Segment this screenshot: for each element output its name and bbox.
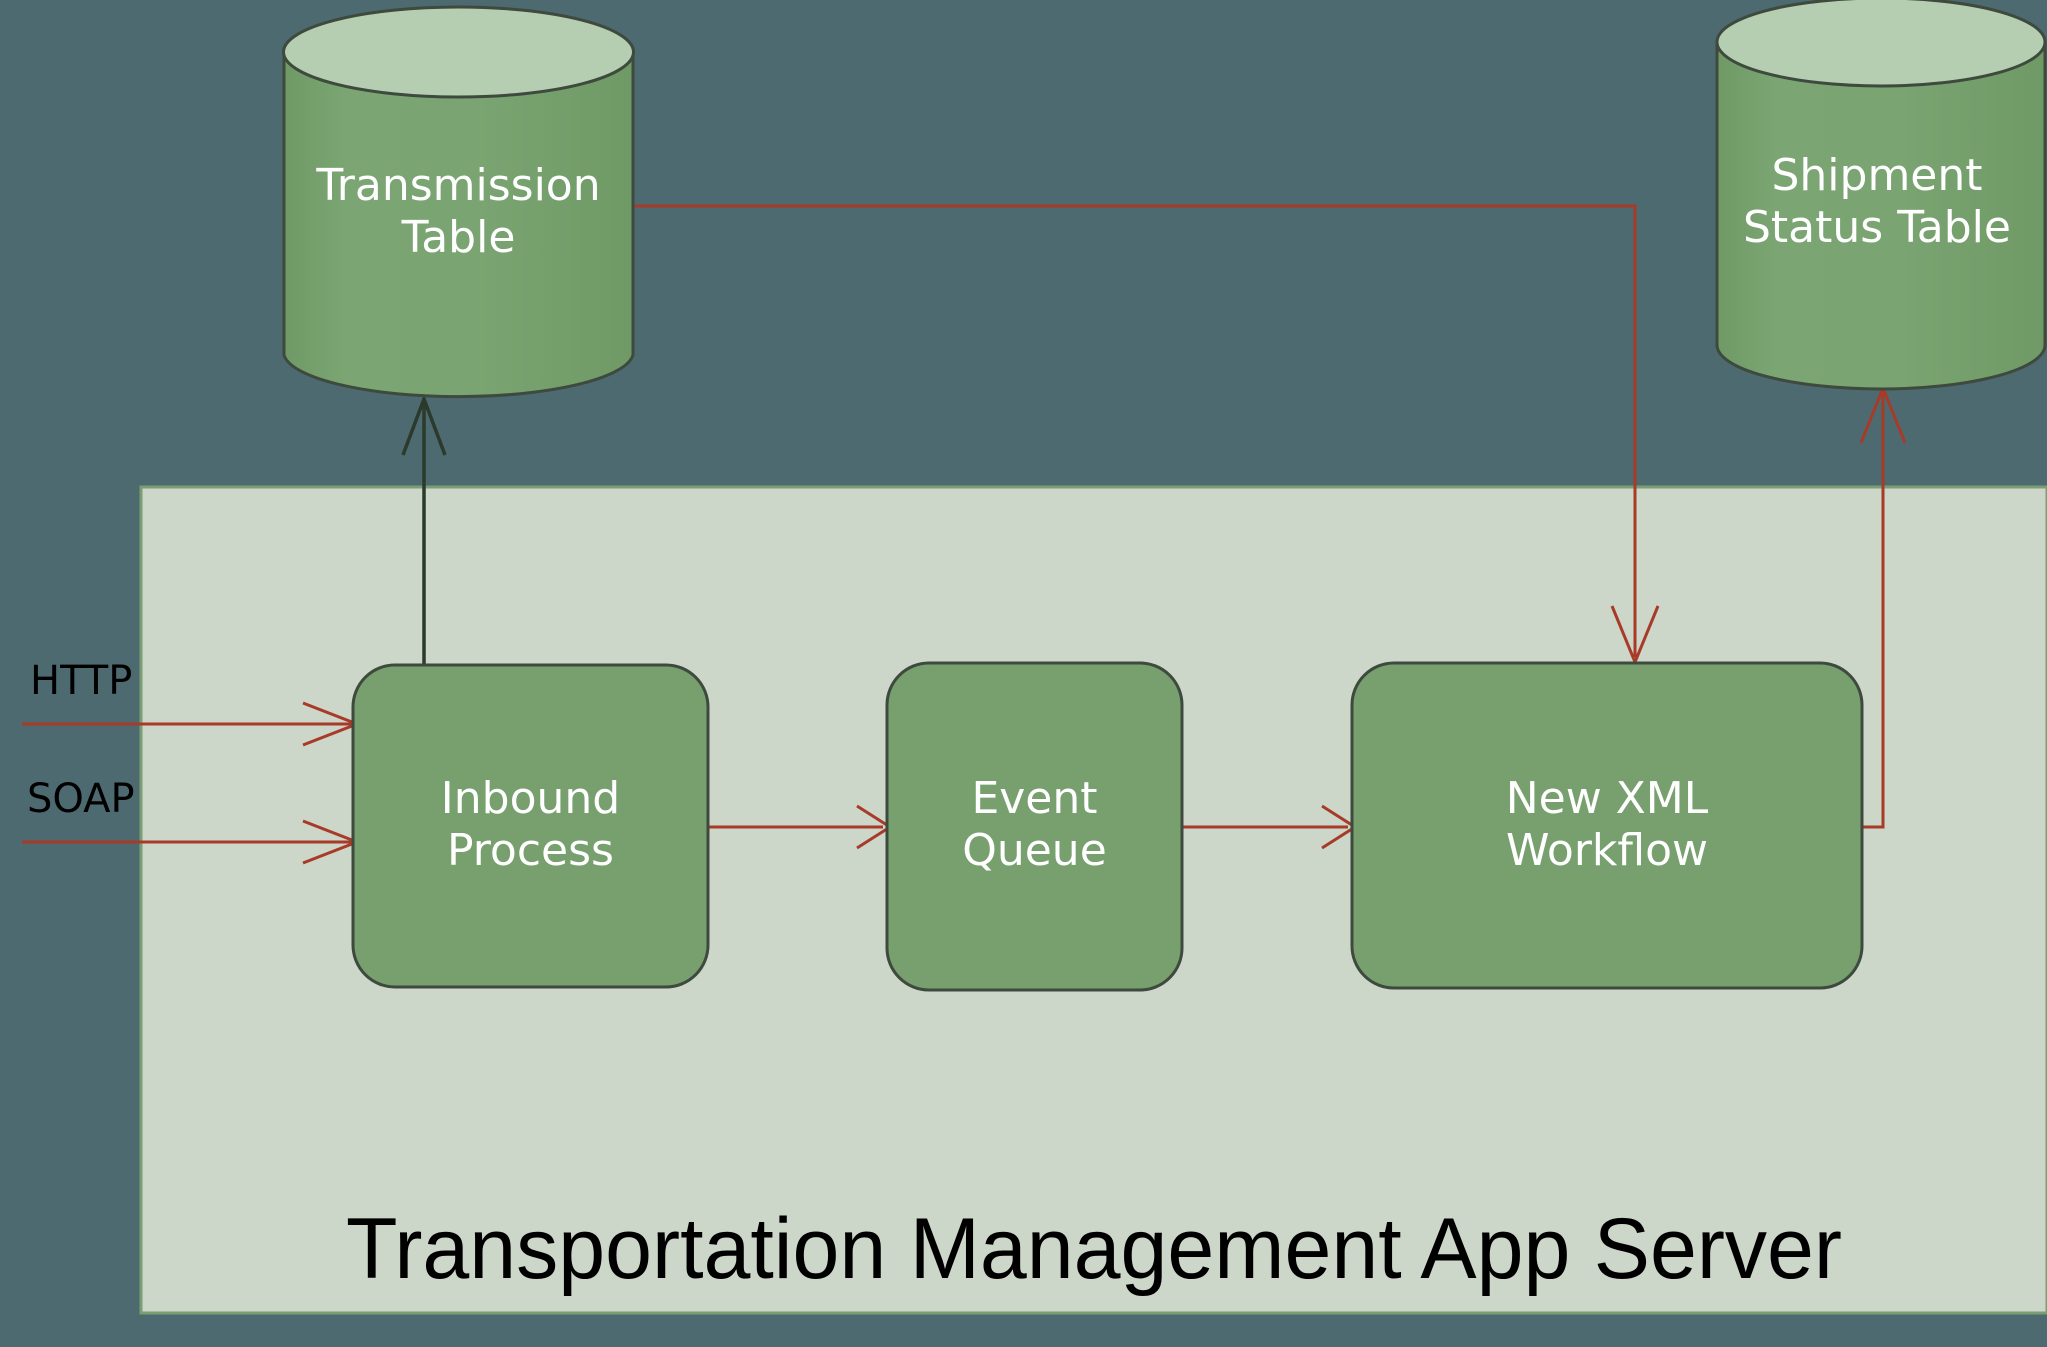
event-queue-box <box>885 661 1184 992</box>
transmission-table-cylinder <box>282 5 635 399</box>
shipment-status-table-cylinder <box>1715 0 2047 391</box>
new-xml-workflow-box <box>1350 661 1864 990</box>
inbound-process-box <box>351 663 710 989</box>
soap-label: SOAP <box>27 776 135 822</box>
app-server-panel-title: Transportation Management App Server <box>345 1201 1843 1297</box>
http-label: HTTP <box>30 658 133 704</box>
